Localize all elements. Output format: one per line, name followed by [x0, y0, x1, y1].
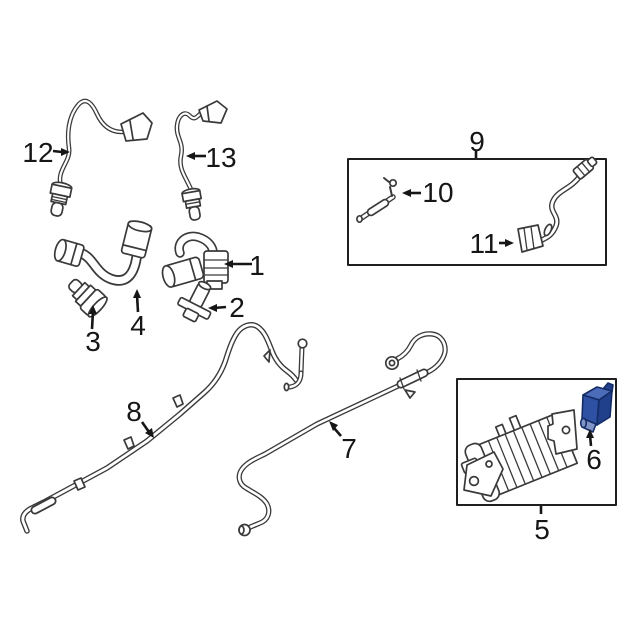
clip-tab: [263, 349, 271, 363]
arrowhead: [329, 421, 338, 431]
hose-body-inner: [77, 249, 141, 284]
part-10-tube: [356, 177, 398, 224]
tube-sleeve-inner: [398, 370, 427, 387]
top-fitting: [389, 186, 393, 197]
callout-4: 4: [130, 289, 146, 341]
sensor-cable-inner: [58, 100, 124, 188]
connector-plug: [120, 112, 153, 142]
callout-label: 13: [205, 142, 236, 173]
riser-cap: [297, 338, 308, 349]
arrowhead: [505, 239, 514, 247]
connector-divider: [129, 120, 134, 140]
connector-plug: [198, 100, 228, 124]
arrowhead: [89, 305, 97, 314]
part-12-oxygen-sensor: [49, 98, 153, 217]
arrowhead: [224, 260, 233, 268]
callout-label: 7: [341, 433, 357, 464]
connector-block: [517, 224, 544, 253]
end-elbow-inner: [285, 371, 303, 389]
end-riser-inner: [299, 345, 304, 375]
tube-body: [236, 331, 448, 531]
tube-sleeve-inner: [368, 200, 388, 215]
callout-5: 5: [534, 506, 550, 545]
callout-7: 7: [329, 421, 357, 464]
callout-10: 10: [402, 177, 454, 208]
sensor-cable: [174, 111, 203, 195]
part-8-vapor-tube: [20, 322, 308, 534]
callout-label: 9: [469, 126, 485, 157]
callout-label: 10: [422, 177, 453, 208]
fitting-hook: [383, 177, 390, 183]
callout-6: 6: [586, 429, 602, 475]
diagram-art: [20, 98, 617, 537]
part-7-vapor-tube: [236, 331, 448, 537]
sensor-tip: [181, 187, 203, 221]
callout-label: 1: [249, 250, 265, 281]
callouts-layer: 1 2 3 4 5 6 7: [22, 126, 601, 545]
tube-end-cap: [356, 214, 363, 224]
clip-tab: [172, 394, 184, 408]
part-13-oxygen-sensor: [174, 100, 228, 221]
arrowhead: [61, 148, 70, 156]
tube-body: [20, 322, 299, 534]
part-4-hose: [53, 220, 153, 286]
tube-body-inner: [21, 323, 298, 533]
callout-label: 11: [469, 228, 498, 259]
connector-end: [203, 250, 229, 290]
callout-label: 8: [126, 396, 142, 427]
callout-label: 5: [534, 514, 550, 545]
callout-9: 9: [469, 126, 485, 158]
tube-body-inner: [237, 332, 447, 530]
tube-sleeve-inner: [32, 498, 55, 513]
clip-tab: [123, 436, 135, 450]
callout-label: 6: [586, 444, 602, 475]
part-1-hose-connector: [161, 231, 229, 290]
part-2-sensor: [177, 280, 212, 323]
part-6-purge-valve-highlighted: [579, 382, 614, 433]
hose-end-cylinder: [120, 220, 153, 259]
callout-11: 11: [469, 228, 514, 259]
callout-13: 13: [186, 142, 237, 173]
callout-label: 4: [130, 310, 146, 341]
callout-12: 12: [22, 137, 70, 168]
connector-divider: [206, 105, 210, 122]
hose-end-cylinder: [161, 256, 205, 288]
valve-right-face: [596, 390, 613, 426]
hose-body-inner: [176, 233, 217, 259]
callout-8: 8: [126, 396, 154, 438]
arrowhead: [133, 289, 141, 298]
callout-label: 3: [85, 326, 101, 357]
sensor-tip: [49, 181, 73, 217]
arrowhead: [186, 152, 195, 160]
clip-tab: [73, 477, 86, 491]
arrowhead: [208, 304, 217, 312]
callout-label: 2: [229, 292, 245, 323]
sleeve-wing: [404, 389, 416, 399]
arrowhead: [586, 429, 594, 438]
part-11-tube: [517, 156, 598, 253]
arrowhead: [145, 428, 154, 438]
flange-ring: [543, 223, 553, 237]
part-5-vapor-canister: [460, 409, 579, 503]
callout-1: 1: [224, 250, 265, 281]
callout-label: 12: [22, 137, 53, 168]
group-box-9: [347, 158, 607, 266]
arrowhead: [402, 189, 411, 197]
callout-3: 3: [85, 305, 101, 357]
tube-body-inner: [538, 174, 582, 243]
sensor-cable-inner: [175, 112, 202, 194]
callout-2: 2: [208, 292, 245, 323]
hose-end-fitting: [53, 238, 85, 268]
ribbed-end: [572, 156, 598, 180]
